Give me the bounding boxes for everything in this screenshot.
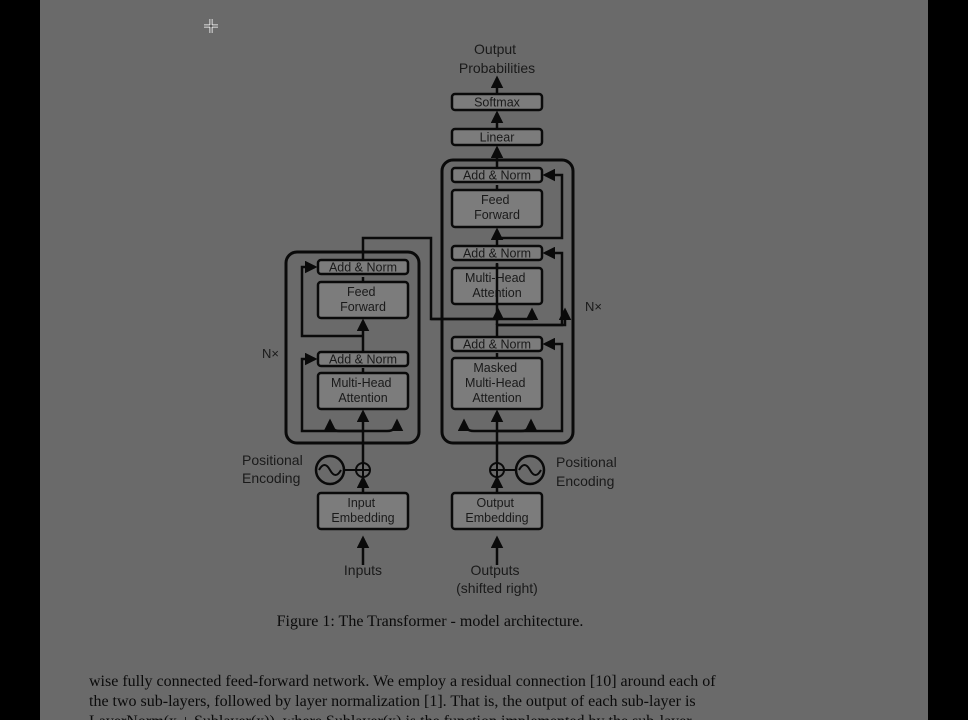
- encoder-feed-forward-label: Feed Forward: [340, 285, 386, 314]
- output-embedding-box: [450, 491, 544, 531]
- inputs-label: Inputs: [344, 562, 382, 578]
- linear-label: Linear: [480, 131, 515, 145]
- decoder-add-norm-top-label: Add & Norm: [463, 169, 531, 183]
- decoder-add-norm-middle-label: Add & Norm: [463, 247, 531, 261]
- body-paragraph: wise fully connected feed-forward networ…: [89, 672, 789, 720]
- decoder-masked-multi-head-attention-label: Masked Multi-Head Attention: [465, 361, 529, 405]
- output-embedding-label: Output Embedding: [465, 496, 528, 525]
- transformer-architecture-diagram: Add & Norm Feed Forward Add & Norm Multi…: [242, 41, 621, 596]
- output-probabilities-label: Output Probabilities: [459, 41, 535, 76]
- encoder-add-norm-bottom-label: Add & Norm: [329, 353, 397, 367]
- figure-caption: Figure 1: The Transformer - model archit…: [276, 613, 584, 630]
- encoder-nx-label: N×: [262, 346, 279, 361]
- body-line: LayerNorm(x + Sublayer(x)), where Sublay…: [89, 712, 789, 720]
- encoder-stack-frame: [284, 250, 421, 445]
- decoder-nx-label: N×: [585, 299, 602, 314]
- encoder-positional-encoding-label: Positional Encoding: [242, 452, 307, 486]
- input-embedding-box: [316, 491, 410, 531]
- body-line: the two sub-layers, followed by layer no…: [89, 693, 696, 710]
- body-line: wise fully connected feed-forward networ…: [89, 673, 716, 690]
- crosshair-cursor-icon: [204, 19, 218, 33]
- decoder-add-norm-bottom-label: Add & Norm: [463, 338, 531, 352]
- softmax-label: Softmax: [474, 96, 521, 110]
- input-embedding-label: Input Embedding: [331, 496, 394, 525]
- outputs-label: Outputs (shifted right): [456, 562, 538, 596]
- encoder-multi-head-attention-label: Multi-Head Attention: [331, 376, 395, 405]
- decoder-positional-encoding-label: Positional Encoding: [556, 454, 621, 489]
- paper-page: Add & Norm Feed Forward Add & Norm Multi…: [40, 0, 928, 720]
- decoder-stack-frame: [440, 158, 575, 445]
- decoder-feed-forward-label: Feed Forward: [474, 193, 520, 222]
- encoder-add-norm-top-label: Add & Norm: [329, 261, 397, 275]
